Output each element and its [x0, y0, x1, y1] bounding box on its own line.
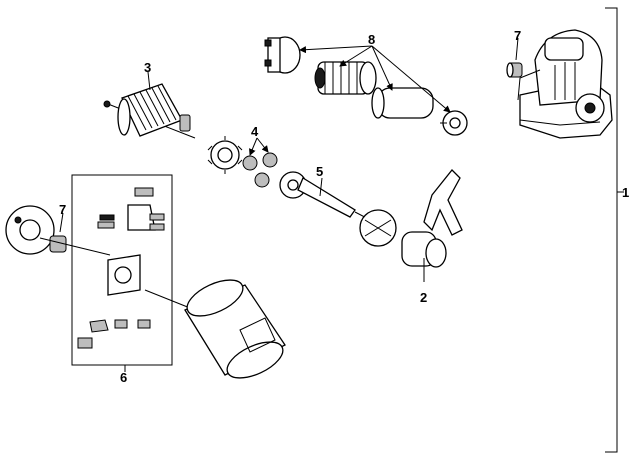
brush-holder-kit [71, 174, 196, 372]
rear-housing [5, 205, 111, 256]
shift-lever [423, 169, 463, 236]
callout-5: 5 [316, 164, 323, 179]
assembly-bracket [605, 7, 624, 453]
starter-assembly [517, 29, 613, 139]
field-frame [184, 279, 286, 379]
callout-7-top: 7 [514, 28, 521, 43]
callout-1: 1 [622, 185, 629, 200]
armature [103, 71, 196, 139]
callout-7-left: 7 [59, 202, 66, 217]
callout-3: 3 [144, 60, 151, 75]
callout-2: 2 [420, 290, 427, 305]
solenoid-parts [264, 36, 468, 136]
callout-8: 8 [368, 32, 375, 47]
callout-4: 4 [251, 124, 259, 139]
callout-6: 6 [120, 370, 127, 385]
pinion-clutch [359, 209, 447, 282]
bushing-top [506, 37, 523, 78]
planetary-gears [207, 136, 278, 188]
callout-8-leaders [299, 45, 451, 113]
